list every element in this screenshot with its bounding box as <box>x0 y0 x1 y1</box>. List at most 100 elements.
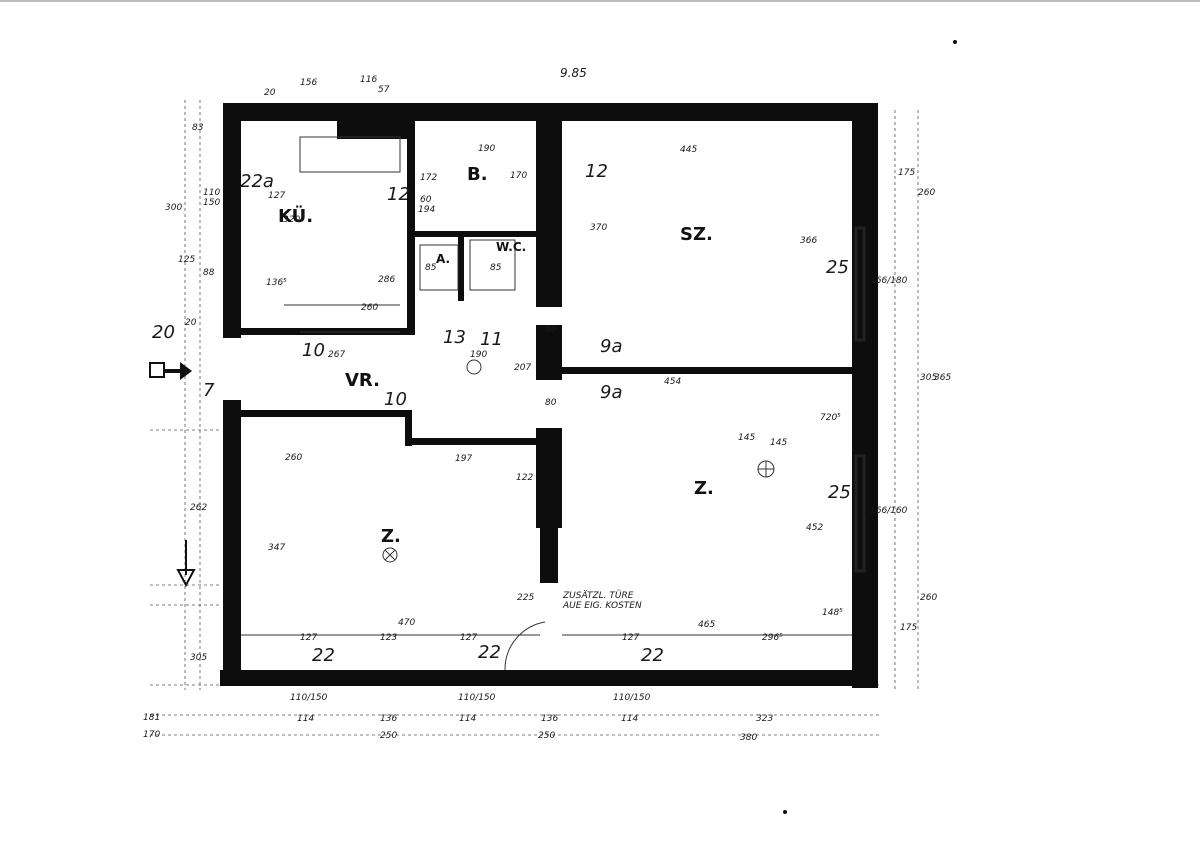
dim-label: 170 <box>143 730 160 740</box>
wall-mark: 12 <box>585 161 608 182</box>
window-mark: 166/160 <box>870 506 908 516</box>
room-label-right-room: Z. <box>694 478 714 499</box>
room-label-left-room: Z. <box>381 526 401 547</box>
dim-label: 60 <box>420 195 432 205</box>
window-mark: 166/180 <box>870 276 908 286</box>
dim-label: 175 <box>898 168 915 178</box>
fixtures <box>241 136 852 671</box>
room-label-wc: W.C. <box>496 240 526 254</box>
wall-mark: 11 <box>480 329 503 350</box>
dim-label: 225 <box>517 593 534 603</box>
dim-label: 323 <box>756 714 773 724</box>
wall-mark: 10 <box>302 340 325 361</box>
top-dimensions: 9.85 156 116 57 20 <box>264 66 587 98</box>
dim-label: 172 <box>420 173 437 183</box>
wall-mark: 22 <box>478 642 501 663</box>
dim-label: 296⁵ <box>762 633 783 643</box>
dim-label: 127 <box>268 191 285 201</box>
dim-label: 20 <box>185 318 197 328</box>
dim-label: 260 <box>920 593 937 603</box>
dim-label: 197 <box>455 454 472 464</box>
exterior-walls <box>220 103 878 688</box>
room-label-hall: VR. <box>345 370 380 391</box>
dim-label: 250 <box>538 731 555 741</box>
dim-label: 286 <box>378 275 395 285</box>
dim-label: 190 <box>470 350 487 360</box>
right-dimensions: 175 260 305 365 175 260 <box>898 168 951 633</box>
wall-mark: 9a <box>600 382 622 403</box>
dim-label: 366 <box>800 236 817 246</box>
window-marks: 110/150 110/150 110/150 166/180 166/160 <box>290 276 908 703</box>
dim-label: 445 <box>680 145 697 155</box>
dim-label: 85 <box>425 263 437 273</box>
wall-marks: 12 12 22a 25 25 22 22 22 20 7 10 10 13 1… <box>152 161 851 666</box>
dim-label: 148⁵ <box>822 608 843 618</box>
dim-label: 260 <box>361 303 378 313</box>
dim-label: 136 <box>380 714 397 724</box>
room-label-storage: A. <box>436 252 450 266</box>
dim-label: 305 <box>920 373 937 383</box>
dimension-grid <box>150 100 919 736</box>
dim-label: 465 <box>698 620 715 630</box>
wall-mark: 22 <box>641 645 664 666</box>
dim-label: 320 <box>283 215 300 225</box>
wall-mark: 22 <box>312 645 335 666</box>
dim-label: 110 <box>203 188 220 198</box>
dim-label: 347 <box>268 543 285 553</box>
dim-label: 207 <box>514 363 531 373</box>
dim-label: 116 <box>360 75 377 85</box>
overall-width: 9.85 <box>560 66 587 80</box>
dim-label: 170 <box>510 171 527 181</box>
inner-dimensions: 190 445 370 170 172 320 127 286 136⁵ 260… <box>266 144 843 643</box>
room-label-bedroom: SZ. <box>680 224 713 245</box>
wall-mark: 12 <box>387 184 410 205</box>
bottom-dimensions: 114 136 114 136 114 323 250 250 380 127 … <box>297 633 773 743</box>
left-dimensions: 300 110 150 125 88 20 262 305 181 170 83 <box>143 123 220 740</box>
dim-label: 136⁵ <box>266 278 287 288</box>
dim-label: 57 <box>378 85 390 95</box>
dim-label: 123 <box>380 633 397 643</box>
dim-label: 114 <box>459 714 476 724</box>
wall-mark: 7 <box>203 380 215 401</box>
dim-label: 114 <box>297 714 314 724</box>
wall-mark: 22a <box>240 171 274 192</box>
dim-label: 452 <box>806 523 823 533</box>
dim-label: 720⁵ <box>820 413 841 423</box>
note-line-1: ZUSÄTZL. TÜRE <box>562 590 634 601</box>
dim-label: 454 <box>664 377 681 387</box>
dim-label: 380 <box>740 733 757 743</box>
room-label-bath: B. <box>467 164 488 185</box>
dim-label: 83 <box>192 123 204 133</box>
dim-label: 125 <box>178 255 195 265</box>
dim-label: 80 <box>545 325 557 335</box>
dim-label: 156 <box>300 78 317 88</box>
dim-label: 20 <box>264 88 276 98</box>
dim-label: 150 <box>203 198 220 208</box>
dim-label: 88 <box>203 268 215 278</box>
entrance-arrow-icon <box>149 362 192 380</box>
room-label-kitchen: KÜ. <box>278 205 313 227</box>
dim-label: 80 <box>545 398 557 408</box>
dim-label: 85 <box>490 263 502 273</box>
dim-label: 181 <box>143 713 160 723</box>
window-mark: 110/150 <box>290 693 328 703</box>
dim-label: 370 <box>590 223 607 233</box>
dim-label: 300 <box>165 203 182 213</box>
dim-label: 122 <box>516 473 533 483</box>
scan-specks <box>783 40 957 814</box>
wall-mark: 9a <box>600 336 622 357</box>
wall-mark: 20 <box>152 322 175 343</box>
dim-label: 260 <box>918 188 935 198</box>
dim-label: 470 <box>398 618 415 628</box>
wall-mark: 13 <box>443 327 466 348</box>
window-mark: 110/150 <box>458 693 496 703</box>
dim-label: 194 <box>418 205 435 215</box>
interior-walls <box>241 112 866 583</box>
dim-label: 136 <box>541 714 558 724</box>
dim-label: 267 <box>328 350 345 360</box>
dim-label: 127 <box>622 633 639 643</box>
dim-label: 145 <box>738 433 755 443</box>
note: ZUSÄTZL. TÜRE AUE EIG. KOSTEN <box>562 590 642 611</box>
dim-label: 250 <box>380 731 397 741</box>
